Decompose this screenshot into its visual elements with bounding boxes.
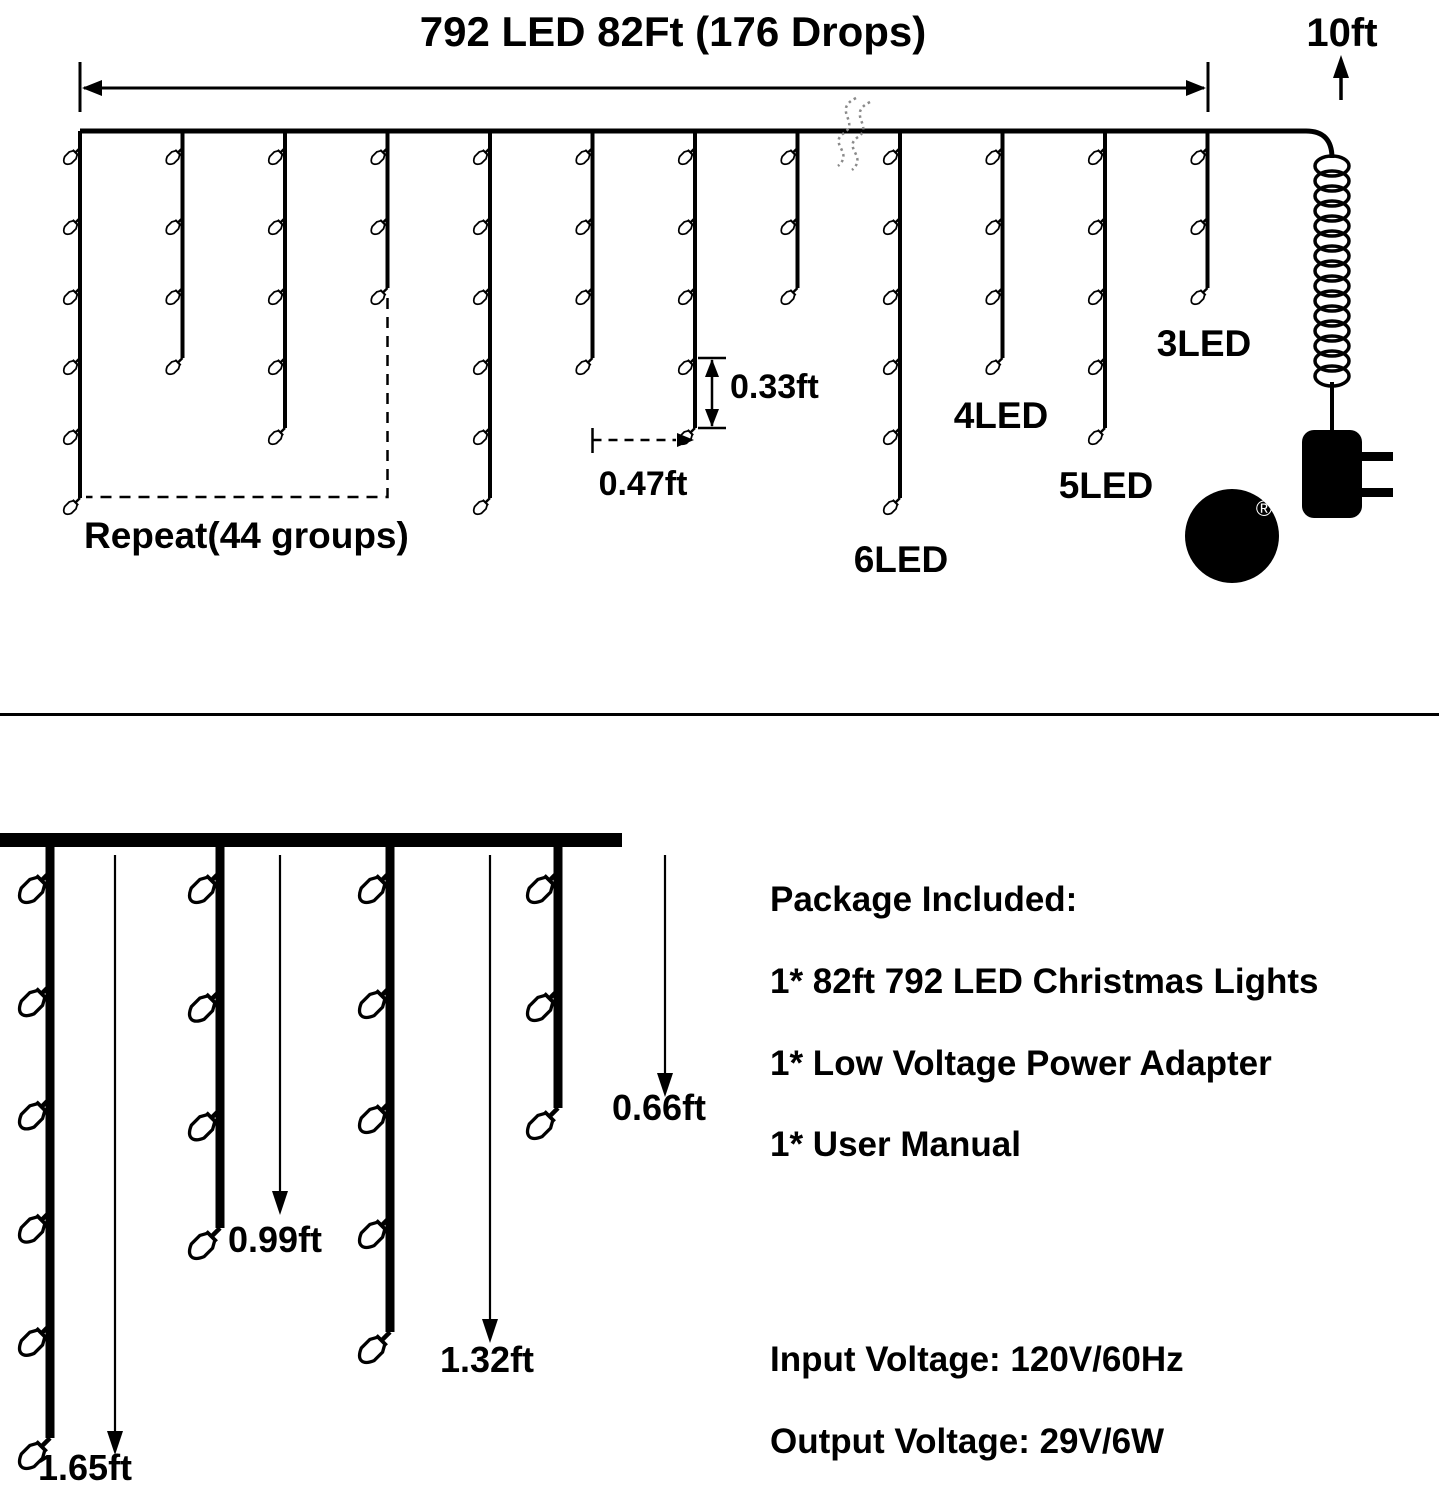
coil-loop — [1313, 319, 1351, 343]
drop-spacing-label: 0.47ft — [599, 465, 688, 503]
ul-letter-u: U — [1203, 497, 1235, 544]
repeat-label: Repeat(44 groups) — [84, 515, 409, 556]
length-label-2: 0.99ft — [228, 1219, 322, 1260]
package-item: 1* User Manual — [770, 1125, 1021, 1165]
coil-loop — [1313, 184, 1351, 208]
coil-loop — [1313, 214, 1351, 238]
package-item: 1* Low Voltage Power Adapter — [770, 1043, 1272, 1083]
output-voltage: Output Voltage: 29V/6W — [770, 1421, 1165, 1461]
label-4led: 4LED — [954, 395, 1049, 436]
coil-loop — [1313, 259, 1351, 283]
coil-loop — [1313, 349, 1351, 373]
length-label-3: 1.32ft — [440, 1339, 534, 1380]
power-cord-coil — [1313, 154, 1351, 388]
repeat-group-box — [86, 298, 389, 499]
label-6led: 6LED — [854, 539, 949, 580]
main-wire — [80, 128, 1335, 159]
package-heading: Package Included: — [770, 880, 1078, 919]
wire-break-squiggle — [837, 96, 871, 171]
coil-loop — [1313, 229, 1351, 253]
dim-arrow-left — [82, 80, 102, 96]
dim-arrow-right — [1186, 80, 1206, 96]
coil-loop — [1313, 244, 1351, 268]
section-divider — [0, 713, 1439, 716]
ul-certification-mark: U L ® — [1185, 489, 1279, 583]
length-label-1: 1.65ft — [38, 1447, 132, 1488]
package-info-block: Package Included: 1* 82ft 792 LED Christ… — [770, 880, 1435, 1461]
coil-loop — [1313, 199, 1351, 223]
input-voltage: Input Voltage: 120V/60Hz — [770, 1340, 1184, 1379]
led-spacing-dimension — [698, 356, 726, 430]
coil-loop — [1313, 304, 1351, 328]
coil-loop — [1313, 274, 1351, 298]
label-5led: 5LED — [1059, 465, 1154, 506]
registered-symbol: ® — [1256, 496, 1272, 521]
bottom-diagram-svg: 1.65ft 0.99ft 1.32ft 0.66ft — [0, 833, 706, 1488]
length-arrow-1 — [107, 855, 123, 1455]
coil-loop — [1313, 289, 1351, 313]
led-spacing-label: 0.33ft — [730, 368, 819, 406]
top-light-drops — [60, 131, 1213, 518]
power-plug — [1302, 430, 1393, 518]
lead-up-arrow — [1333, 55, 1349, 100]
bottom-light-drops — [15, 840, 564, 1473]
ul-letter-l: L — [1231, 530, 1257, 577]
header-wire-bar — [0, 833, 622, 847]
drop-spacing-dimension — [591, 428, 694, 453]
length-arrow-4 — [657, 855, 673, 1097]
package-item: 1* 82ft 792 LED Christmas Lights — [770, 961, 1319, 1001]
lead-length-label: 10ft — [1306, 11, 1377, 55]
coil-loop — [1313, 334, 1351, 358]
coil-loop — [1313, 154, 1351, 178]
coil-loop — [1313, 169, 1351, 193]
plug-prong — [1360, 488, 1393, 497]
length-arrow-2 — [272, 855, 288, 1215]
label-3led: 3LED — [1157, 323, 1252, 364]
plug-prong — [1360, 452, 1393, 461]
top-diagram-svg: 792 LED 82Ft (176 Drops) 10ft Repeat(44 … — [60, 8, 1393, 583]
length-label-4: 0.66ft — [612, 1087, 706, 1128]
length-arrow-3 — [482, 855, 498, 1343]
diagram-title: 792 LED 82Ft (176 Drops) — [420, 8, 927, 55]
overall-dimension — [78, 62, 1210, 112]
